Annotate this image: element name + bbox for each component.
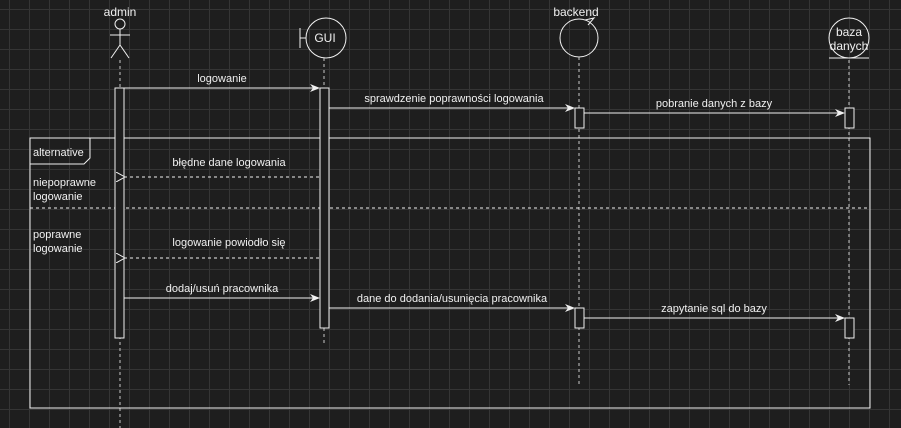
participant-gui[interactable]: GUI: [299, 17, 347, 345]
participant-database-label-2: danych: [830, 39, 869, 53]
message-dane-do-dodania[interactable]: dane do dodania/usunięcia pracownika: [329, 293, 575, 312]
activation-database-1: [844, 107, 855, 129]
participant-backend-label: backend: [553, 5, 598, 19]
guard-1-line-1: niepoprawne: [33, 177, 96, 189]
activation-gui: [319, 87, 330, 329]
message-label: zapytanie sql do bazy: [661, 303, 767, 315]
control-icon: [559, 17, 599, 58]
message-label: pobranie danych z bazy: [656, 98, 773, 110]
message-powiodlo[interactable]: logowanie powiodło się: [125, 237, 319, 258]
activation-admin: [114, 87, 125, 339]
actor-icon: [110, 18, 130, 59]
alt-fragment[interactable]: alternative niepoprawne logowanie popraw…: [29, 137, 871, 409]
message-label: dane do dodania/usunięcia pracownika: [357, 293, 548, 305]
message-logowanie[interactable]: logowanie: [124, 73, 320, 92]
message-sprawdzenie[interactable]: sprawdzenie poprawności logowania: [329, 93, 575, 112]
guard-2-line-2: logowanie: [33, 243, 83, 255]
message-label: logowanie: [197, 73, 247, 85]
message-bledne-dane[interactable]: błędne dane logowania: [125, 157, 319, 177]
message-pobranie[interactable]: pobranie danych z bazy: [584, 98, 845, 117]
message-label: dodaj/usuń pracownika: [166, 283, 279, 295]
alt-fragment-operator: alternative: [33, 147, 84, 159]
participant-gui-label: GUI: [314, 31, 335, 45]
alt-fragment-tab: [30, 137, 91, 165]
alt-fragment-frame: [29, 137, 871, 409]
entity-icon: [828, 17, 870, 59]
participant-database-label-1: baza: [836, 25, 862, 39]
message-zapytanie-sql[interactable]: zapytanie sql do bazy: [584, 303, 845, 322]
guard-1-line-2: logowanie: [33, 191, 83, 203]
guard-2-line-1: poprawne: [33, 229, 81, 241]
participant-admin-label: admin: [104, 5, 137, 19]
boundary-icon: [299, 17, 347, 59]
activation-backend-1: [574, 107, 585, 129]
message-label: sprawdzenie poprawności logowania: [364, 93, 544, 105]
message-dodaj-usun[interactable]: dodaj/usuń pracownika: [124, 283, 320, 302]
message-label: błędne dane logowania: [172, 157, 286, 169]
activation-database-2: [844, 317, 855, 339]
activation-backend-2: [574, 307, 585, 329]
message-label: logowanie powiodło się: [172, 237, 285, 249]
